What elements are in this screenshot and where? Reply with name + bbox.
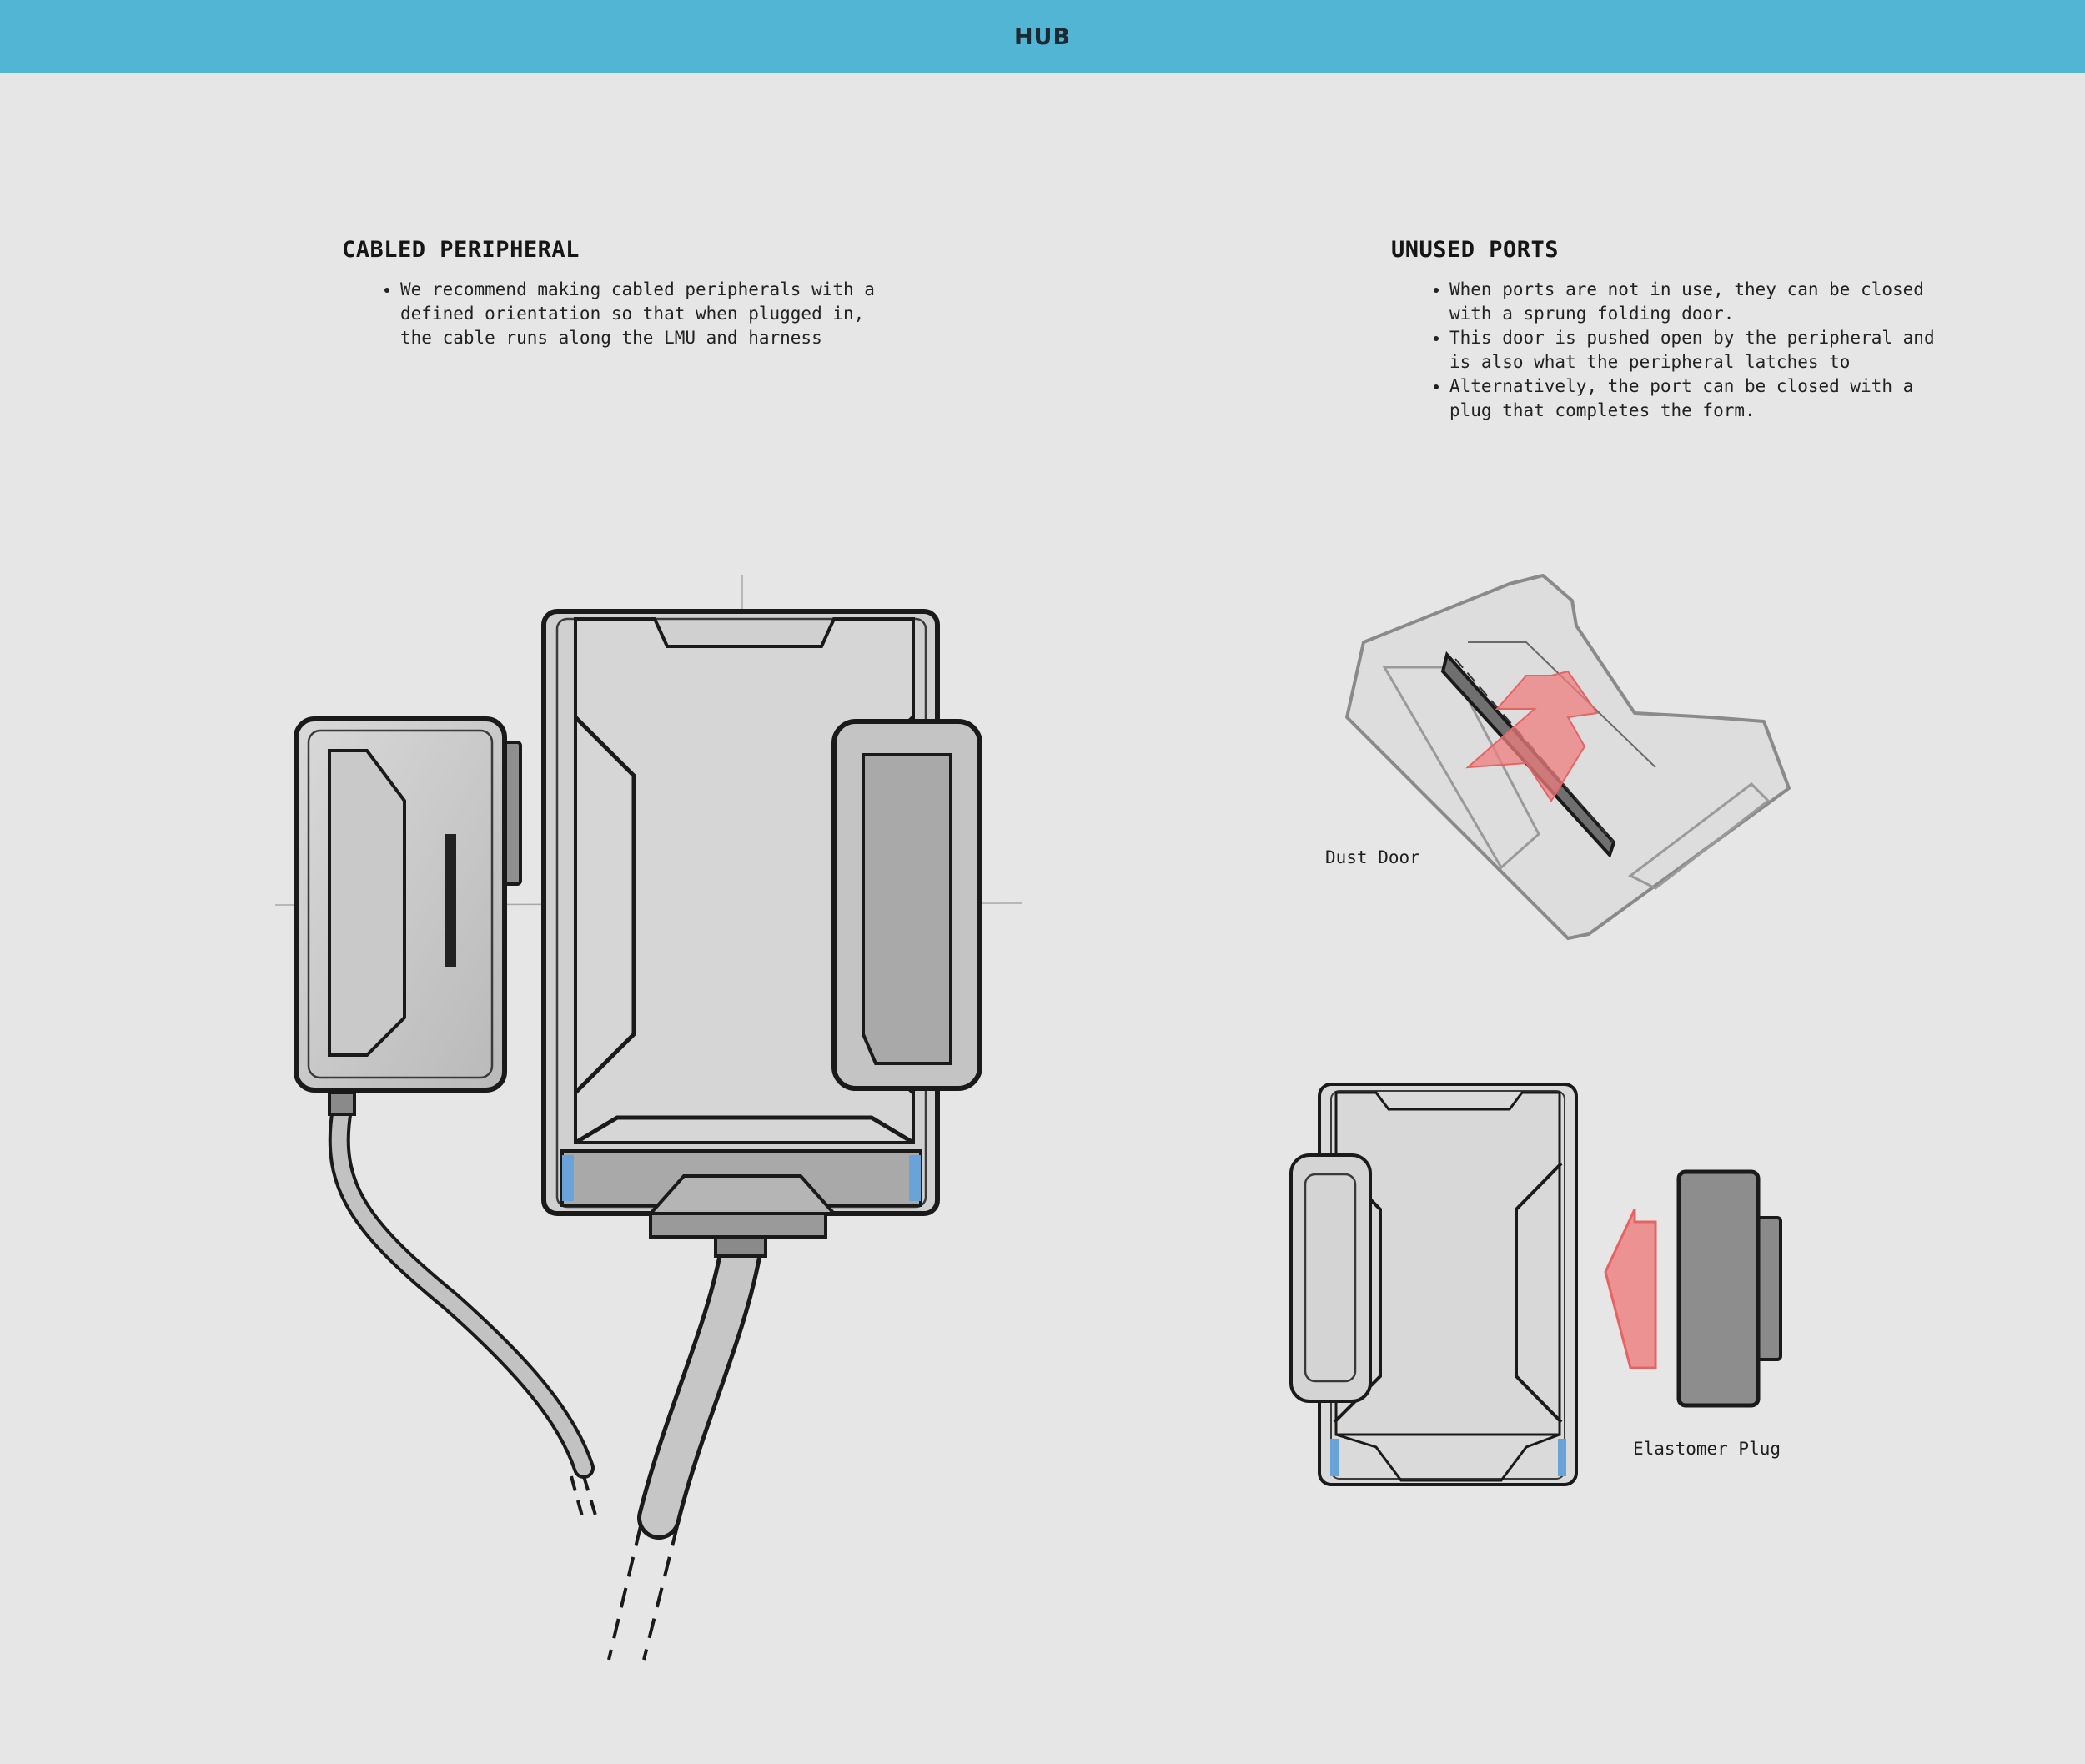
insert-arrow-icon [1604,1209,1657,1369]
push-arrow-icon [1465,670,1599,802]
elastomer-plug-caption: Elastomer Plug [1633,1439,1781,1459]
header-bar: HUB [0,0,2085,73]
cabled-peripheral-heading: CABLED PERIPHERAL [342,237,580,263]
bullet-item: When ports are not in use, they can be c… [1449,278,1942,326]
unused-ports-heading: UNUSED PORTS [1391,237,1560,263]
unused-ports-section: UNUSED PORTS When ports are not in use, … [1391,237,1942,423]
side-port-module [831,719,982,1091]
dust-door-caption: Dust Door [1325,847,1420,867]
cabled-peripheral-device [294,716,522,1093]
bullet-item: Alternatively, the port can be closed wi… [1449,374,1942,423]
cabled-peripheral-list: We recommend making cabled peripherals w… [342,278,876,350]
cabled-peripheral-section: CABLED PERIPHERAL We recommend making ca… [342,237,876,350]
bullet-item: We recommend making cabled peripherals w… [400,278,876,350]
hub-cabled-illustration [274,575,1022,1661]
elastomer-plug-illustration [1289,1083,1782,1486]
unused-ports-list: When ports are not in use, they can be c… [1391,278,1942,423]
peripheral-cable [328,1091,598,1523]
dust-door-illustration [1345,574,1791,940]
hub-cable [607,1229,767,1661]
page-title: HUB [1013,23,1072,50]
bullet-item: This door is pushed open by the peripher… [1449,326,1942,374]
